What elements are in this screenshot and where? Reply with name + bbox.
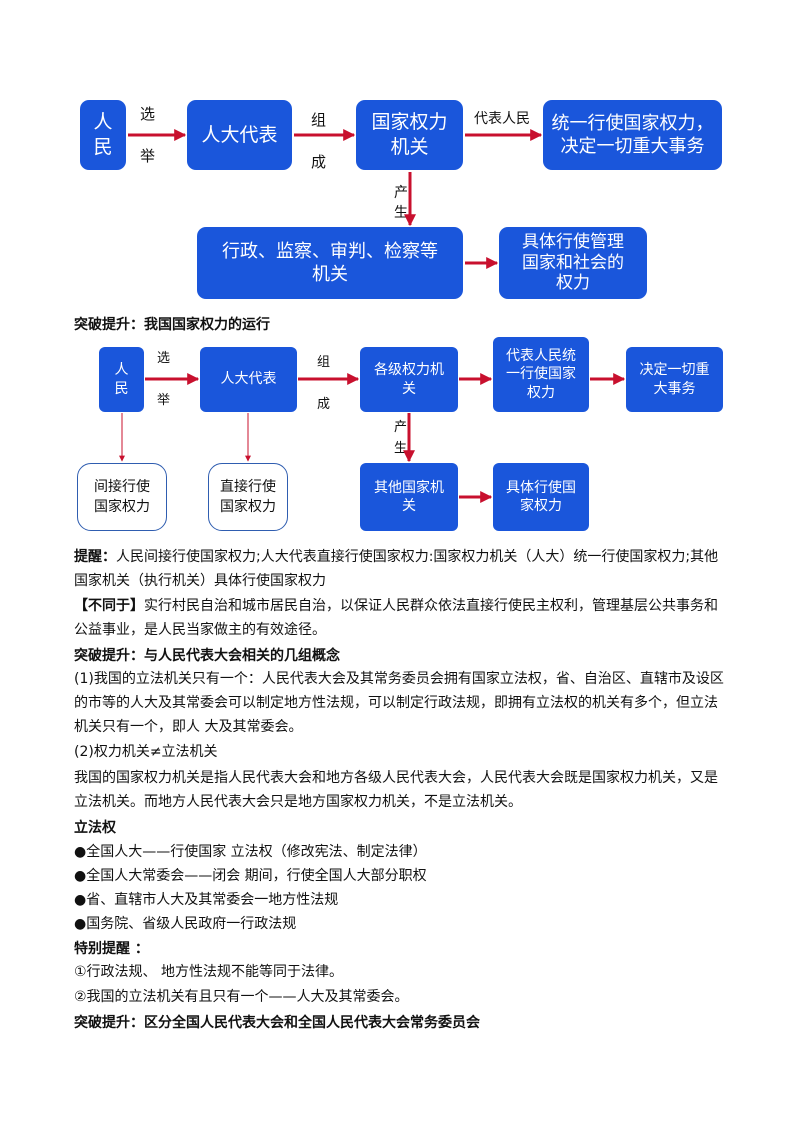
not-same-label: 【不同于】 <box>74 598 144 614</box>
node2-decide-affairs: 决定一切重 大事务 <box>626 347 723 412</box>
not-same-paragraph: 【不同于】实行村民自治和城市居民自治，以保证人民群众依法直接行使民主权利，管理基… <box>74 594 730 642</box>
connector-arrows <box>119 129 626 503</box>
reminder-label: 提醒： <box>74 549 116 565</box>
node-state-power-organ: 国家权力 机关 <box>356 100 463 170</box>
paragraph-legislative-organ: (1)我国的立法机关只有一个：人民代表大会及其常务委员会拥有国家立法权，省、自治… <box>74 671 724 735</box>
label2-compose: 组 成 <box>317 355 331 412</box>
heading-power-operation: 突破提升：我国国家权力的运行 <box>74 317 270 333</box>
node-people: 人 民 <box>80 100 126 170</box>
node2-unified-power: 代表人民统 一行使国家 权力 <box>493 337 589 412</box>
paragraph-power-organ-definition: 我国的国家权力机关是指人民代表大会和地方各级人民代表大会，人民代表大会既是国家权… <box>74 770 718 810</box>
node2-indirect-power: 间接行使 国家权力 <box>77 463 167 531</box>
label2-elect: 选 举 <box>157 351 171 408</box>
not-same-text: 实行村民自治和城市居民自治，以保证人民群众依法直接行使民主权利，管理基层公共事务… <box>74 598 718 638</box>
bullet-item: ●国务院、省级人民政府一行政法规 <box>74 916 297 932</box>
node2-direct-power: 直接行使 国家权力 <box>208 463 288 531</box>
node2-deputies: 人大代表 <box>200 347 297 412</box>
reminder-text: 人民间接行使国家权力;人大代表直接行使国家权力:国家权力机关（人大）统一行使国家… <box>74 549 719 589</box>
label-elect: 选 举 <box>140 105 156 165</box>
node2-other-organs: 其他国家机 关 <box>360 463 458 531</box>
node-specific-power: 具体行使管理 国家和社会的 权力 <box>499 227 647 299</box>
node2-specific-power: 具体行使国 家权力 <box>493 463 589 531</box>
node-other-organs: 行政、监察、审判、检察等 机关 <box>197 227 463 299</box>
heading-npc-concepts: 突破提升：与人民代表大会相关的几组概念 <box>74 648 340 664</box>
heading-special-reminder: 特别提醒 ： <box>74 941 149 957</box>
reminder-paragraph: 提醒：人民间接行使国家权力;人大代表直接行使国家权力:国家权力机关（人大）统一行… <box>74 545 730 593</box>
node2-people: 人 民 <box>99 347 144 412</box>
note-item: ②我国的立法机关有且只有一个——人大及其常委会。 <box>74 989 409 1005</box>
label-compose: 组 成 <box>311 111 327 171</box>
node2-power-organs: 各级权力机 关 <box>360 347 458 412</box>
bullet-item: ●全国人大——行使国家 立法权（修改宪法、制定法律） <box>74 844 427 860</box>
note-item: ①行政法规、 地方性法规不能等同于法律。 <box>74 964 343 980</box>
node-unified-power: 统一行使国家权力， 决定一切重大事务 <box>543 100 722 170</box>
heading-npc-vs-standing-committee: 突破提升：区分全国人民代表大会和全国人民代表大会常务委员会 <box>74 1015 480 1031</box>
label-represent: 代表人民 <box>474 111 530 127</box>
bullet-item: ●全国人大常委会——闭会 期间，行使全国人大部分职权 <box>74 868 427 884</box>
node-deputies: 人大代表 <box>187 100 292 170</box>
heading-legislative-power: 立法权 <box>74 820 116 836</box>
paragraph-power-not-legislative: (2)权力机关≠立法机关 <box>74 744 218 760</box>
bullet-item: ●省、直辖市人大及其常委会一地方性法规 <box>74 892 339 908</box>
